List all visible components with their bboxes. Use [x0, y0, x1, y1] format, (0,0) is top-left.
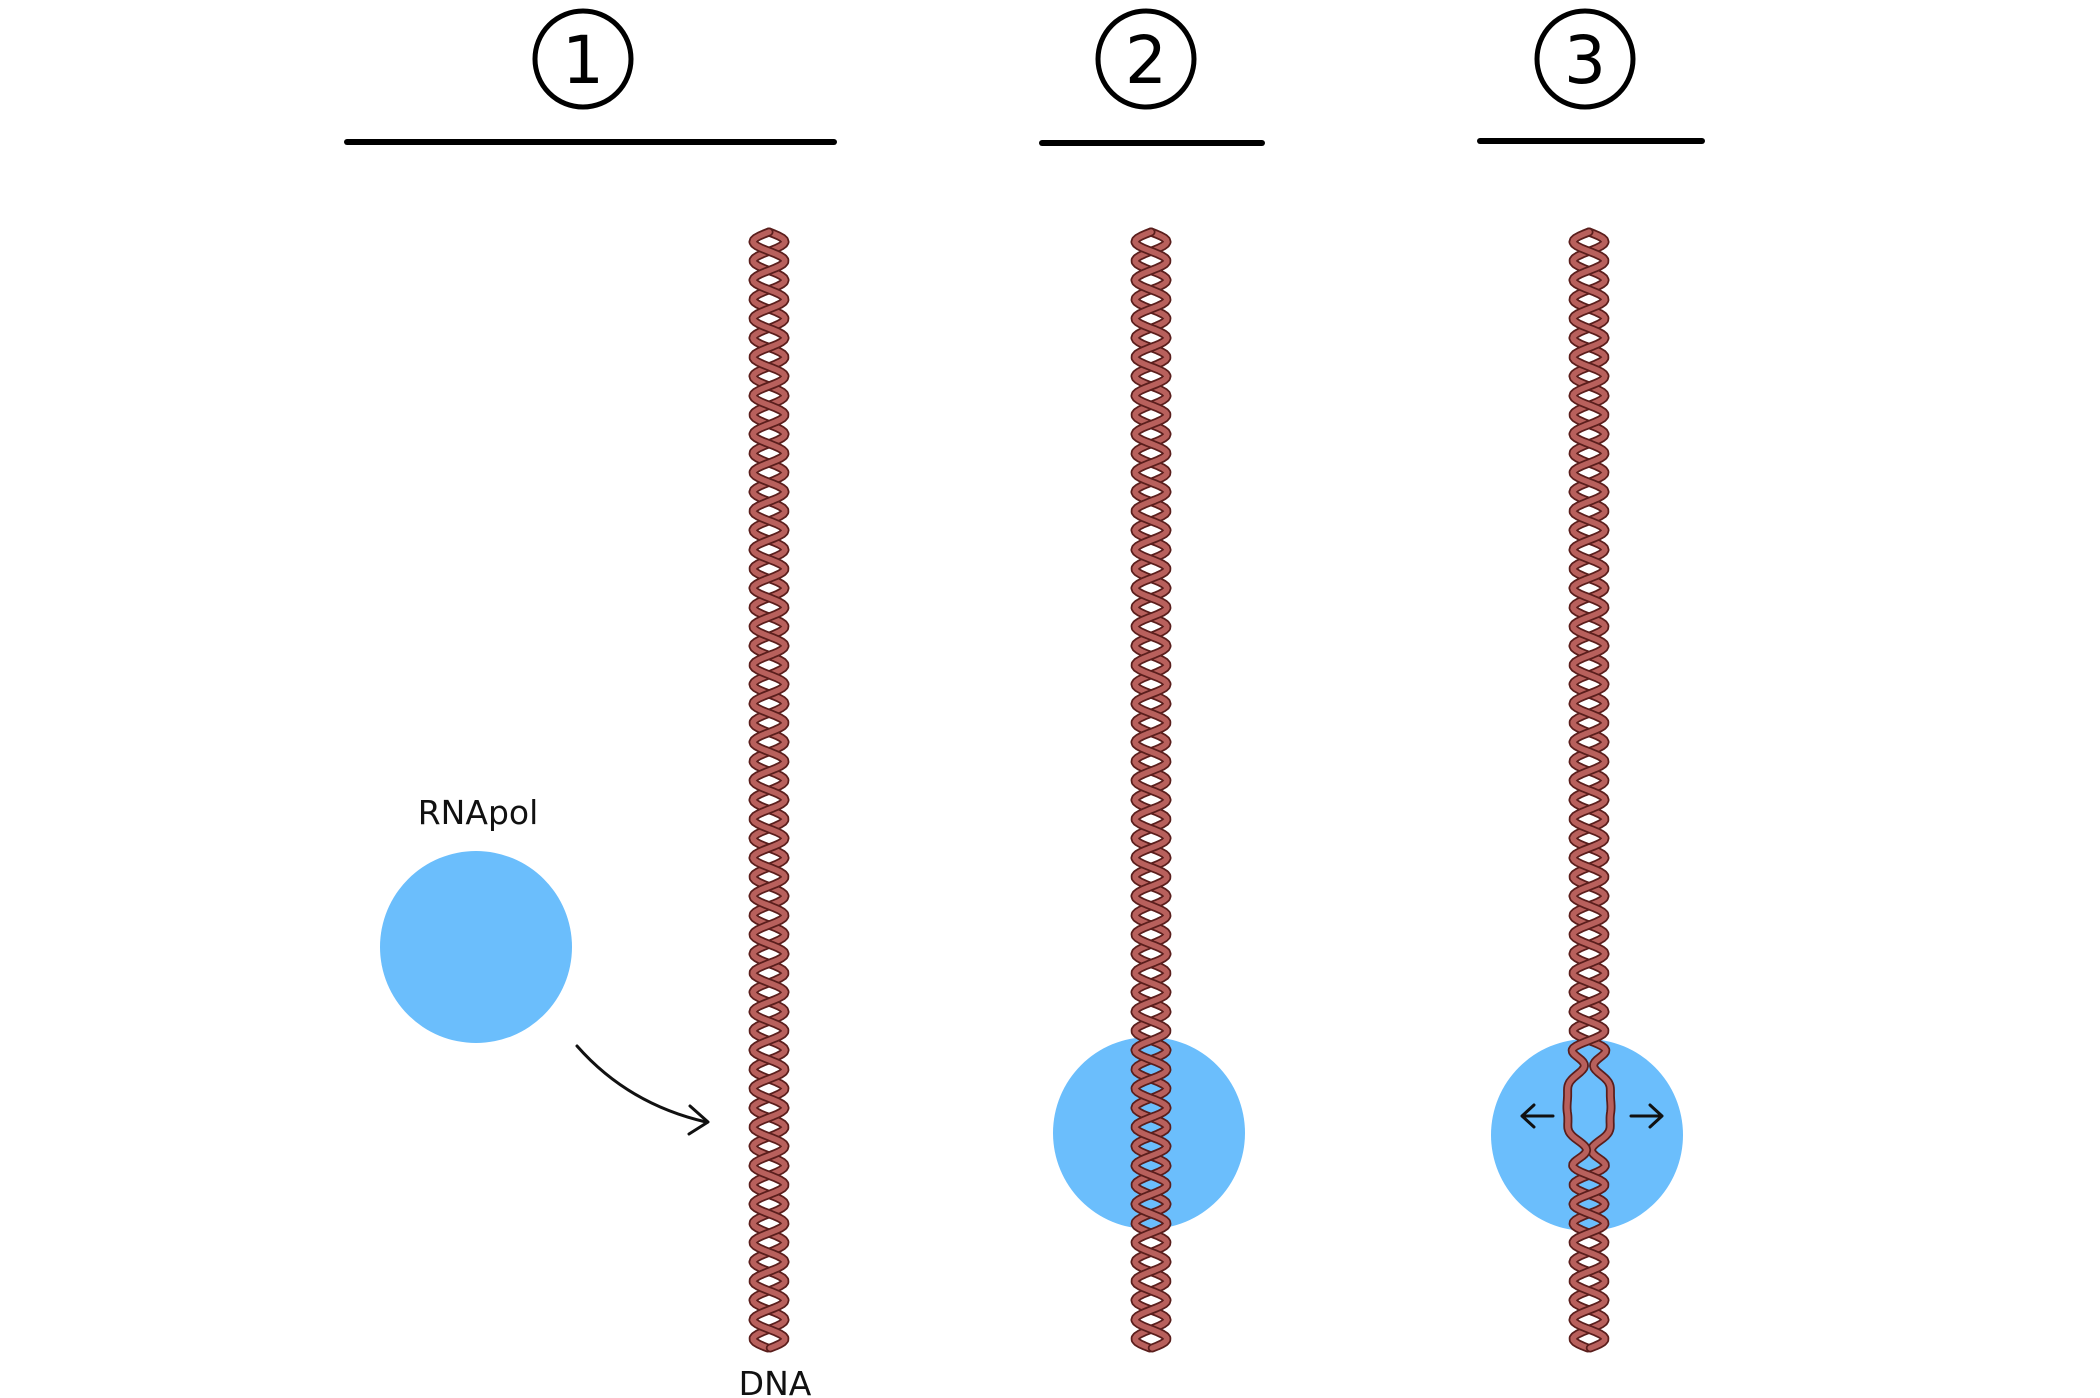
dna-helix-3 — [1562, 227, 1616, 1353]
dna-label: DNA — [739, 1364, 812, 1398]
step-3-number: 3 — [1564, 22, 1606, 99]
unwind-left-arrow-icon — [1520, 1103, 1555, 1129]
dna-helix-1 — [748, 227, 790, 1353]
dna-strand-b — [1564, 229, 1608, 1351]
dna-helix-2 — [1130, 227, 1172, 1353]
unwind-right-arrow-icon — [1629, 1103, 1664, 1129]
panel-step-3: 3 — [1477, 8, 1705, 1353]
step-2-number: 2 — [1125, 22, 1167, 99]
step-1-circle — [532, 8, 634, 110]
step-1-number: 1 — [562, 22, 604, 99]
dna-strand-b — [1132, 229, 1170, 1351]
step-2-circle — [1095, 8, 1197, 110]
rnapol-blob-free — [380, 851, 572, 1043]
dna-strand-b — [750, 229, 788, 1351]
rnapol-blob-open-complex — [1491, 1039, 1683, 1231]
step-3-circle — [1534, 8, 1636, 110]
panel-step-1: 1 RNApol DNA — [344, 8, 837, 1398]
rnapol-label: RNApol — [418, 793, 539, 832]
panel-step-2: 2 — [1039, 8, 1265, 1353]
binding-arrow-head — [687, 1104, 710, 1136]
binding-arrow-icon — [575, 1044, 708, 1124]
